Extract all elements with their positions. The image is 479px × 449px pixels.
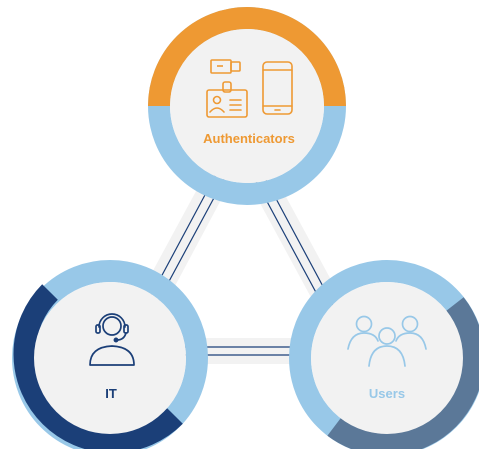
- headset-agent-icon: [89, 313, 135, 366]
- node-authenticators: Authenticators: [148, 7, 346, 205]
- node-label-users: Users: [369, 386, 405, 401]
- node-users: Users: [289, 260, 479, 449]
- inner-circle: [311, 282, 463, 434]
- smartphone-icon: [262, 61, 293, 115]
- usb-key-icon: [210, 59, 241, 74]
- node-it: IT: [12, 260, 208, 449]
- id-badge-icon: [206, 81, 248, 118]
- node-label-authenticators: Authenticators: [203, 131, 295, 146]
- inner-circle: [34, 282, 186, 434]
- user-group-icon: [347, 315, 427, 367]
- ring-orange: [148, 7, 346, 107]
- ring-navy: [13, 284, 183, 449]
- node-label-it: IT: [105, 386, 117, 401]
- ring-slate: [327, 297, 479, 449]
